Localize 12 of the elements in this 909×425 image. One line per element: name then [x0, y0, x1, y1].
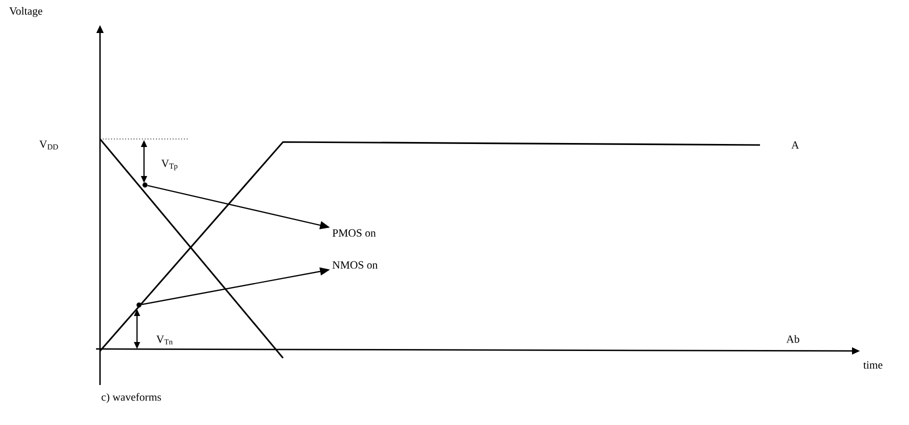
callout-text: NMOS on — [332, 261, 378, 269]
axis-label: Voltage — [9, 7, 42, 17]
axis-label: time — [863, 361, 882, 369]
dimension-label: V$_{Tp}$ — [161, 160, 178, 170]
axis-tick-label: V$_{DD}$ — [39, 140, 58, 150]
curve-label: Ab — [786, 335, 800, 343]
dimension-label: V$_{Tn}$ — [156, 336, 173, 344]
curve-label: A — [791, 141, 800, 149]
point-marker — [142, 182, 148, 188]
callout-text: PMOS on — [332, 229, 376, 237]
point-marker — [136, 302, 142, 308]
caption: c) waveforms — [102, 392, 161, 404]
